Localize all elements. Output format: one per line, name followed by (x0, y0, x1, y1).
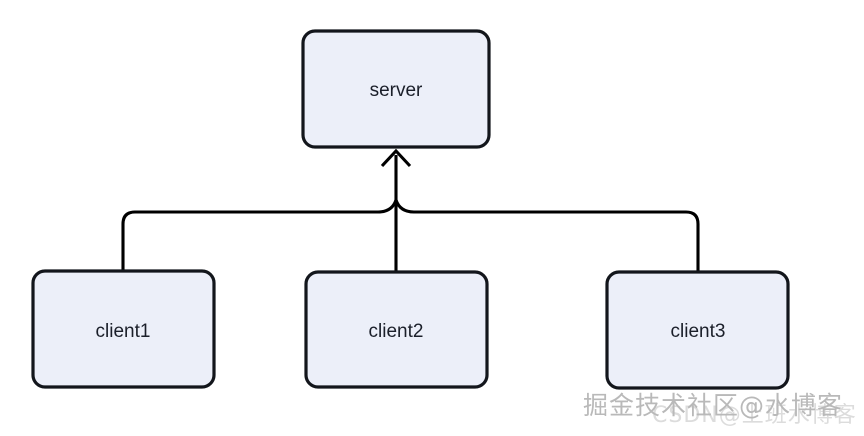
node-client3-box[interactable] (605, 270, 790, 390)
node-client3[interactable]: client3 (605, 270, 790, 390)
node-client1-label: client1 (96, 321, 151, 342)
node-client3-label: client3 (671, 321, 726, 342)
edge-client3-to-server (394, 199, 700, 271)
node-server[interactable]: server (301, 29, 491, 149)
arrowhead-icon (380, 148, 412, 168)
edge-client1-to-server (121, 199, 398, 271)
node-client1[interactable]: client1 (31, 269, 216, 389)
node-client1-box[interactable] (31, 269, 216, 389)
node-server-label: server (370, 80, 423, 101)
node-server-box[interactable] (301, 29, 491, 149)
node-client2[interactable]: client2 (304, 270, 489, 389)
watermark-back-text: CSDN@上班水博客 (652, 403, 857, 428)
edge-group (121, 148, 700, 272)
node-group: server client1 client2 client3 (31, 29, 790, 390)
node-client2-box[interactable] (304, 270, 489, 389)
watermark-group: CSDN@上班水博客 掘金技术社区@水博客 (583, 391, 857, 428)
node-client2-label: client2 (369, 321, 424, 342)
watermark-front-text: 掘金技术社区@水博客 (583, 391, 843, 420)
